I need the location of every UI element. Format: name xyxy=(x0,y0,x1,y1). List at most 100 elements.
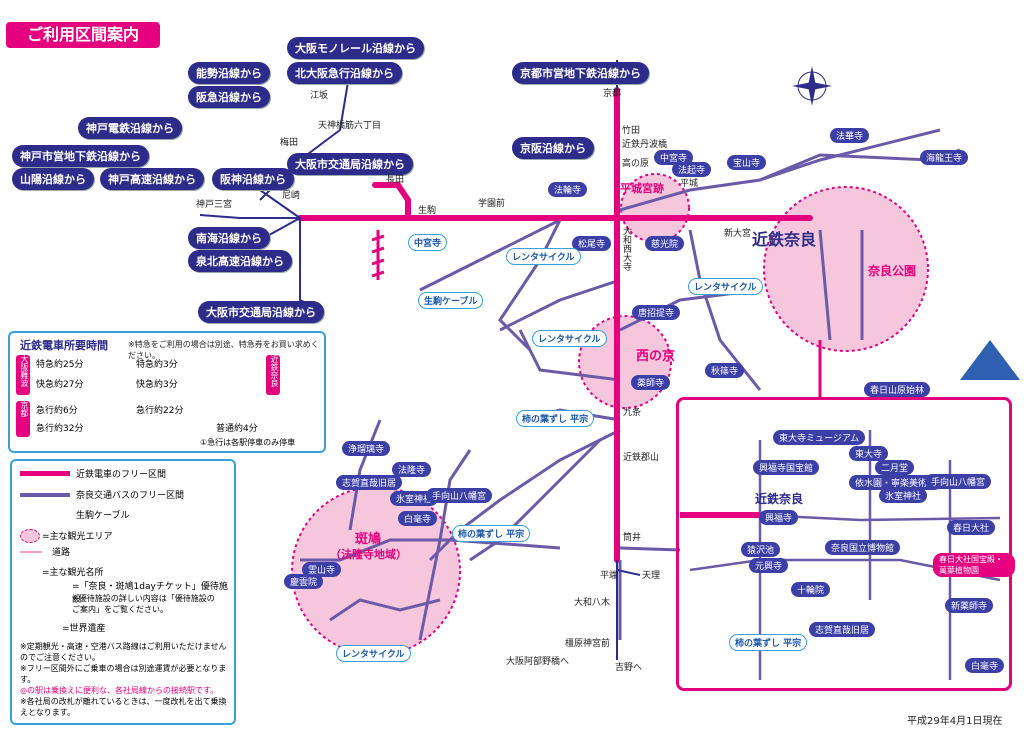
connect-senboku[interactable]: 泉北高速沿線から xyxy=(188,250,292,272)
sight-yakushiji[interactable]: 薬師寺 xyxy=(631,375,671,390)
kakinoha-2[interactable]: 柿の葉ずし 平宗 xyxy=(452,525,531,542)
sight-shiga-naoya[interactable]: 志賀直哉旧居 xyxy=(809,622,876,637)
sight-yatadera[interactable]: 浄瑠璃寺 xyxy=(342,441,391,456)
connect-kobe-kosoku[interactable]: 神戸高速沿線から xyxy=(100,168,204,190)
station-kintetsu-nara[interactable]: 近鉄奈良 xyxy=(752,230,817,249)
station-kujo: 九条 xyxy=(623,408,642,418)
inset-kakinoha[interactable]: 柿の葉ずし 平宗 xyxy=(729,634,808,651)
inset-nara-map: 春日山原始林 東大寺ミュージアム 東大寺 二月堂 依水園・寧楽美術館 興福寺国宝… xyxy=(676,382,1015,691)
sight-hannyaji[interactable]: 法華寺 xyxy=(830,128,870,143)
station-yoshino: 吉野へ xyxy=(615,663,643,673)
legend-sight: =主な観光名所 xyxy=(42,568,104,578)
sight-akishinodera[interactable]: 法輪寺 xyxy=(548,182,588,197)
sight-kasuga-taisha[interactable]: 春日大社 xyxy=(947,520,996,535)
sight-todaiji[interactable]: 東大寺 xyxy=(849,446,889,461)
inset-kintetsu-nara[interactable]: 近鉄奈良 xyxy=(755,492,804,506)
rentacycle-4[interactable]: レンタサイクル xyxy=(336,645,411,662)
sight-joruriji[interactable]: 海龍王寺 xyxy=(920,150,969,165)
station-gakuenmae: 学園前 xyxy=(478,199,506,209)
sight-suzakumon[interactable]: 慈光院 xyxy=(645,236,685,251)
sight-kasuga-kokuhoden[interactable]: 春日大社国宝殿・萬葉植物園 xyxy=(933,553,1015,577)
station-abenobashi: 大阪阿部野橋へ xyxy=(506,657,570,667)
label-nishinokyo: 西の京 xyxy=(636,349,676,364)
sight-shinyakushiji[interactable]: 新薬師寺 xyxy=(945,598,994,613)
sight-jurin-in[interactable]: 十輪院 xyxy=(791,582,831,597)
tt-r4-label: 急行約32分 xyxy=(36,424,84,434)
tt-r1-label: 快急約27分 xyxy=(36,380,84,390)
legend-heritage: =世界遺産 xyxy=(62,624,106,634)
sight-kasugayama[interactable]: 春日山原始林 xyxy=(864,382,931,397)
station-tenjinbashi: 天神橋筋六丁目 xyxy=(318,121,382,131)
sight-gangoji[interactable]: 元興寺 xyxy=(749,558,789,573)
connect-hanshin[interactable]: 阪神沿線から xyxy=(212,168,294,190)
legend-road: 道路 xyxy=(52,548,71,558)
station-yamato-saidaiji: 大和西大寺 xyxy=(621,226,631,271)
connect-kyoto-subway[interactable]: 京都市営地下鉄沿線から xyxy=(512,62,649,84)
rentacycle-1[interactable]: レンタサイクル xyxy=(506,248,581,265)
station-shin-omiya: 新大宮 xyxy=(724,229,752,239)
sight-horyuji[interactable]: 白毫寺 xyxy=(398,511,438,526)
connect-nankai[interactable]: 南海沿線から xyxy=(188,227,270,249)
station-nagata: 長田 xyxy=(386,175,405,185)
note-4: ※各社局の改札が離れているときは、一度改札を出て乗換えとなります。 xyxy=(20,697,227,717)
sight-matsuodera[interactable]: 法隆寺 xyxy=(392,462,432,477)
sight-nigatsudo[interactable]: 二月堂 xyxy=(875,460,915,475)
sight-fujinoki[interactable]: 霊山寺 xyxy=(302,562,342,577)
connect-sanyo[interactable]: 山陽沿線から xyxy=(12,168,94,190)
legend-1day-note: ※優待施設の詳しい内容は「優待施設のご案内」をご覧ください。 xyxy=(72,594,215,614)
connect-nose[interactable]: 能勢沿線から xyxy=(188,62,270,84)
station-takeda: 竹田 xyxy=(622,126,641,136)
connect-hankyu[interactable]: 阪急沿線から xyxy=(188,86,270,108)
ikoma-cable-stop[interactable]: 生駒ケーブル xyxy=(418,292,484,309)
tt-r0-label2: 特急約3分 xyxy=(136,360,178,370)
tt-dest-nara: 近鉄奈良 xyxy=(266,355,280,395)
connect-kobe-dentetsu[interactable]: 神戸電鉄沿線から xyxy=(78,117,182,139)
rentacycle-3[interactable]: レンタサイクル xyxy=(688,278,763,295)
timetable-header: 近鉄電車所要時間 xyxy=(20,339,108,352)
timetable-box: 近鉄電車所要時間 ※特急をご利用の場合は別途、特急券をお買い求めください。 大阪… xyxy=(8,331,326,453)
label-ikaruga: 斑鳩 xyxy=(355,532,382,547)
sight-kairyuoji[interactable]: 法起寺 xyxy=(672,162,712,177)
connect-kita-osaka[interactable]: 北大阪急行沿線から xyxy=(287,62,402,84)
sight-isuien[interactable]: 依水園・寧楽美術館 xyxy=(849,475,943,490)
sight-byakugoji[interactable]: 白毫寺 xyxy=(965,658,1005,673)
sight-todaiji-museum[interactable]: 東大寺ミュージアム xyxy=(773,430,866,445)
station-tanbabashi: 近鉄丹波橋 xyxy=(622,140,668,150)
sight-hokiji-2[interactable]: 手向山八幡宮 xyxy=(426,488,493,503)
connect-osaka-subway-south[interactable]: 大阪市交通局沿線から xyxy=(198,301,324,323)
sight-sarusawa[interactable]: 猿沢池 xyxy=(741,542,781,557)
station-kashihara: 橿原神宮前 xyxy=(565,639,611,649)
station-yamatoyagi: 大和八木 xyxy=(574,598,611,608)
sight-saidaiji[interactable]: 松尾寺 xyxy=(572,236,612,251)
station-kyoto: 京都 xyxy=(603,89,622,99)
sight-oyakushi[interactable]: 秋篠寺 xyxy=(705,363,745,378)
tt-r3-label2: 急行約22分 xyxy=(136,406,184,416)
sight-himuro[interactable]: 氷室神社 xyxy=(879,488,928,503)
sight-tamukeyama[interactable]: 手向山八幡宮 xyxy=(925,474,992,489)
sight-hokkeji[interactable]: 中宮寺 xyxy=(654,150,694,165)
connect-keihan[interactable]: 京阪沿線から xyxy=(512,137,594,159)
sight-kofukuji-kokuhokan[interactable]: 興福寺国宝館 xyxy=(753,460,820,475)
connect-osaka-subway-north[interactable]: 大阪市交通局沿線から xyxy=(287,153,413,175)
label-nara-park: 奈良公園 xyxy=(868,264,917,278)
legend-kintetsu: 近鉄電車のフリー区間 xyxy=(76,470,167,480)
station-tsutsui: 筒井 xyxy=(623,533,642,543)
station-hirahata: 平端 xyxy=(600,571,619,581)
station-esaka: 江坂 xyxy=(310,91,329,101)
sight-kofukuji[interactable]: 興福寺 xyxy=(759,510,799,525)
connect-osaka-monorail[interactable]: 大阪モノレール沿線から xyxy=(287,37,424,59)
kakinoha-1[interactable]: 柿の葉ずし 平宗 xyxy=(516,410,595,427)
connect-kobe-subway[interactable]: 神戸市営地下鉄沿線から xyxy=(12,145,149,167)
sight-chuguji[interactable]: 志賀直哉旧居 xyxy=(336,475,403,490)
sight-toshodaiji[interactable]: 唐招提寺 xyxy=(632,305,681,320)
ikaruga-area xyxy=(291,486,461,656)
rentacycle-2[interactable]: レンタサイクル xyxy=(532,330,607,347)
tt-footnote: ①急行は各駅停車のみ停車 xyxy=(200,438,296,447)
sight-nara-museum[interactable]: 奈良国立博物館 xyxy=(825,540,901,555)
legend-area: =主な観光エリア xyxy=(42,532,113,542)
sight-tatsuta[interactable]: 慶雲院 xyxy=(284,574,324,589)
station-koriyama: 近鉄郡山 xyxy=(623,453,660,463)
sight-futaiji[interactable]: 宝山寺 xyxy=(727,155,767,170)
tt-from-kyoto: 京都 xyxy=(16,401,30,437)
sight-hozanji[interactable]: 中宮寺 xyxy=(408,234,448,251)
